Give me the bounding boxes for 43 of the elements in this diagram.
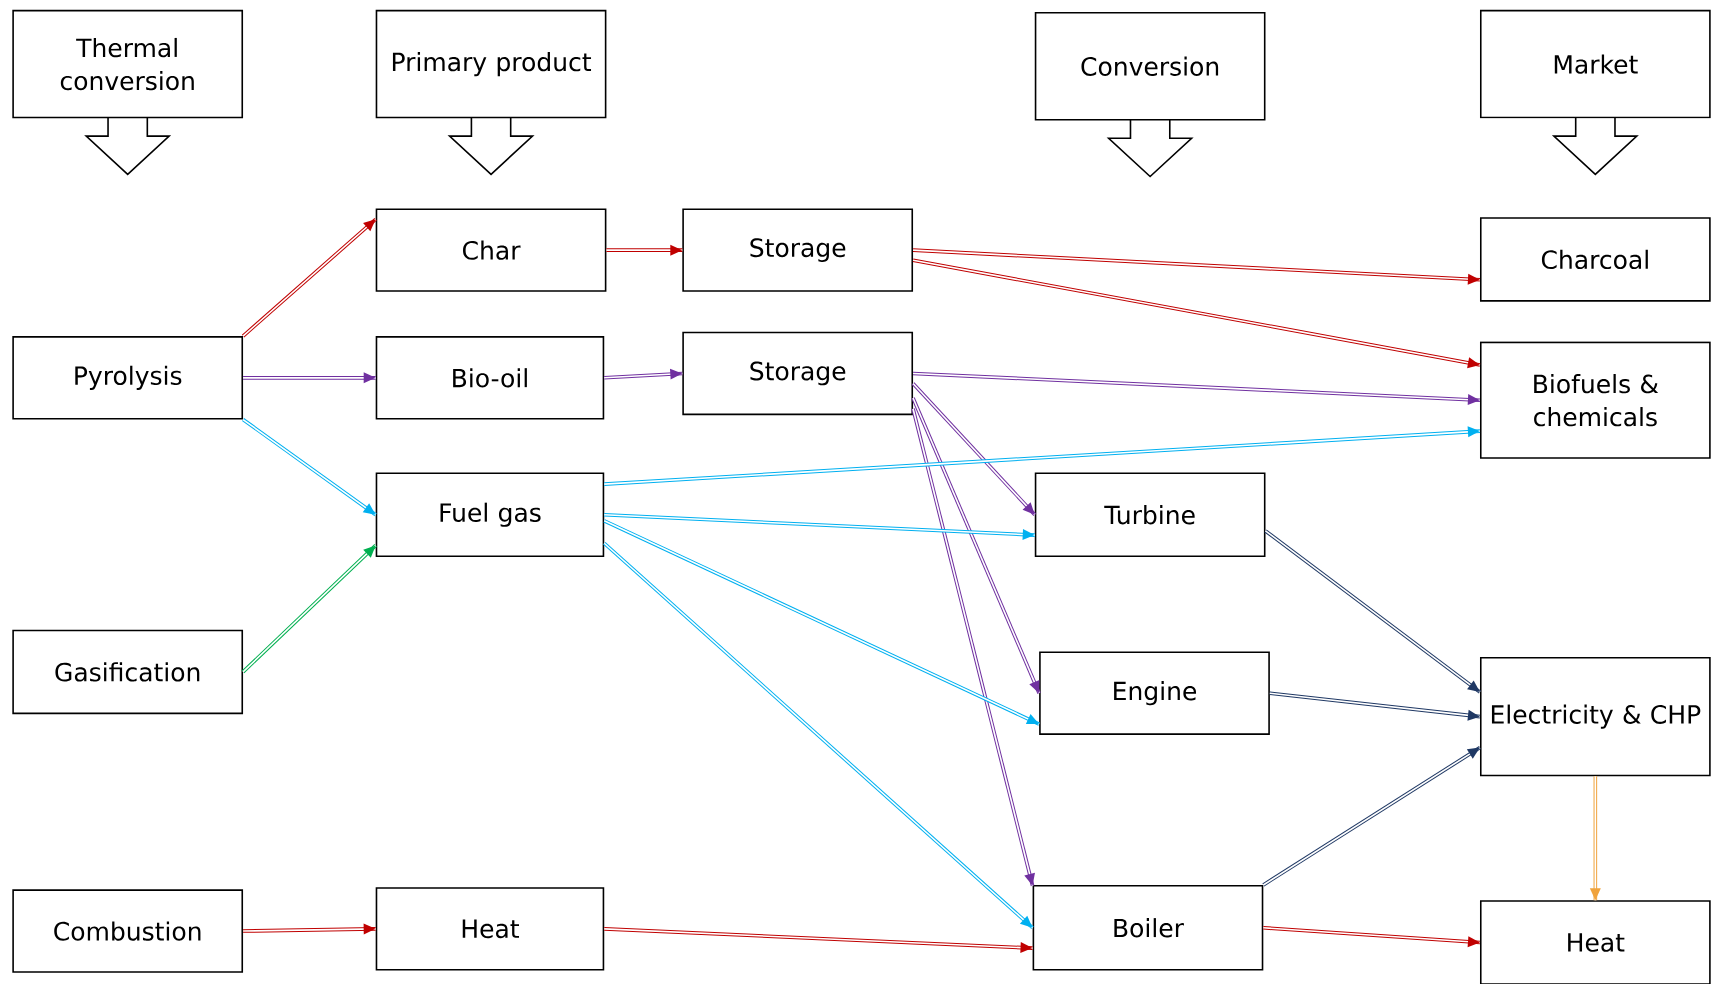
arrow	[603, 541, 1034, 930]
arrow	[1589, 775, 1601, 902]
arrow	[911, 397, 1041, 694]
header-arrow-box: Conversion	[1034, 12, 1266, 178]
process-box: Engine	[1039, 651, 1270, 735]
process-box: Heat	[375, 887, 605, 971]
process-box: Storage	[682, 331, 914, 416]
arrow	[241, 217, 377, 338]
process-box: Boiler	[1032, 885, 1264, 971]
process-box: Heat	[1479, 900, 1711, 984]
arrow	[1262, 746, 1481, 887]
arrow	[1269, 691, 1481, 721]
arrow	[912, 248, 1481, 285]
header-arrow-box: Primary product	[375, 9, 607, 176]
arrow	[911, 407, 1035, 887]
process-box: Charcoal	[1479, 217, 1711, 302]
process-box: Combustion	[12, 889, 244, 973]
arrow	[912, 371, 1481, 406]
arrow	[241, 544, 377, 674]
process-box: Turbine	[1034, 472, 1266, 558]
process-box: Pyrolysis	[12, 336, 244, 420]
process-box: Gasification	[12, 629, 244, 715]
process-box: Electricity & CHP	[1479, 656, 1711, 777]
arrow	[605, 244, 684, 256]
header-arrow-box: Market	[1479, 9, 1711, 176]
process-box: Char	[375, 208, 607, 292]
arrow	[911, 382, 1037, 516]
arrow	[603, 512, 1036, 541]
process-box: Bio-oil	[375, 336, 605, 420]
arrow	[242, 372, 377, 384]
arrow	[1264, 529, 1482, 694]
arrow	[242, 923, 377, 935]
header-arrow-box: Thermal conversion	[12, 9, 244, 176]
arrow	[603, 519, 1040, 726]
arrow	[242, 418, 377, 517]
process-box: Storage	[682, 208, 914, 292]
arrow	[603, 368, 684, 380]
arrow	[912, 258, 1481, 369]
arrow	[603, 426, 1481, 486]
process-box: Fuel gas	[375, 472, 605, 558]
process-box: Biofuels & chemicals	[1479, 341, 1711, 459]
arrow	[603, 927, 1034, 954]
arrow	[1262, 926, 1481, 948]
